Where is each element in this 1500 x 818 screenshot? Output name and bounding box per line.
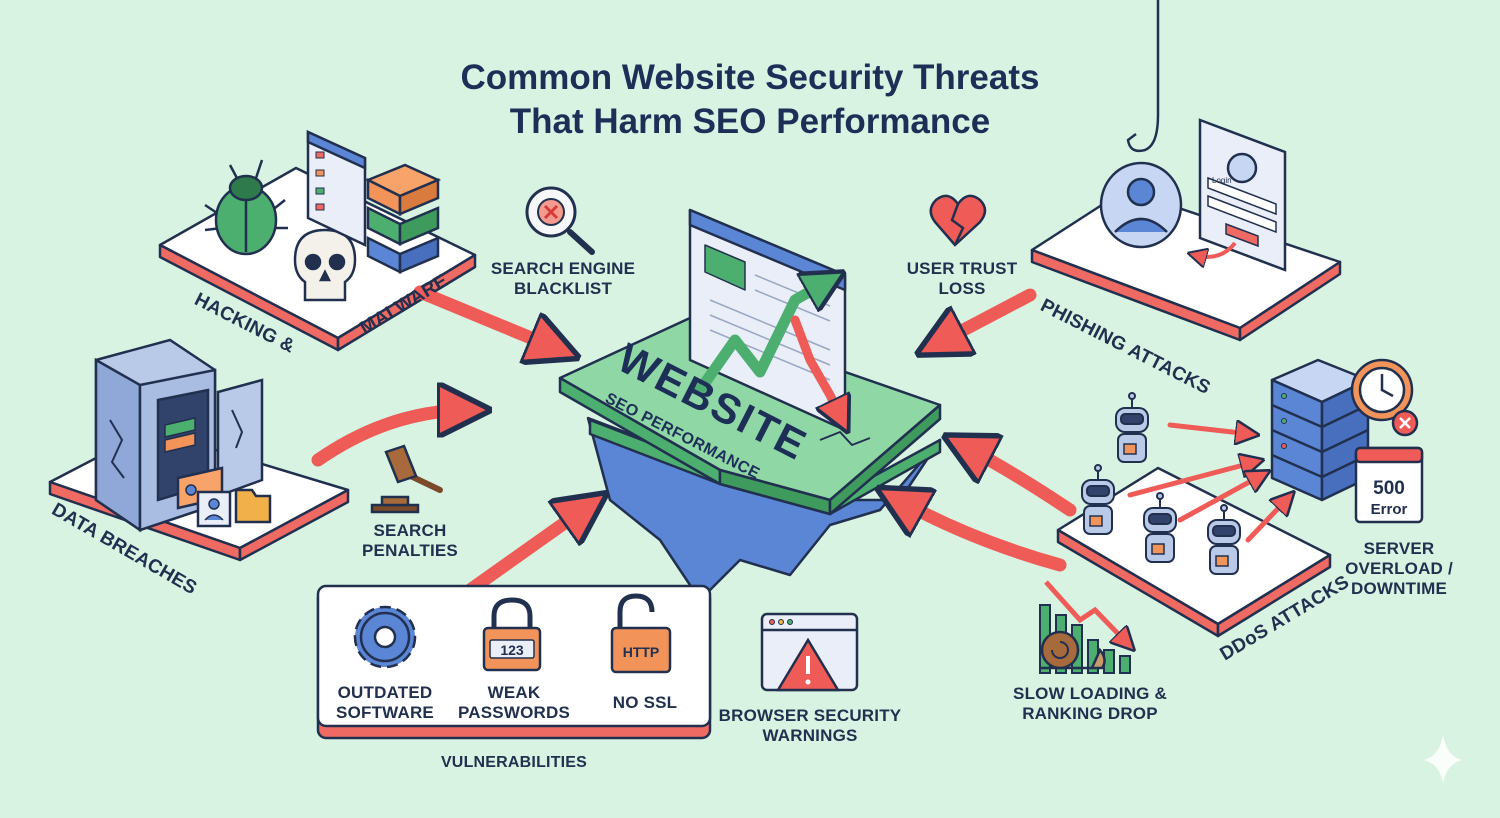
arrow-vulnerabilities	[463, 505, 590, 597]
bug-icon	[204, 159, 288, 256]
error-word: Error	[1371, 501, 1408, 518]
arrow-ddos-upper	[962, 445, 1077, 517]
magnifier-blacklist-icon	[525, 186, 595, 255]
trend-down-arrow	[790, 315, 842, 420]
arrow-data-breaches	[311, 410, 470, 467]
browser-warning-icon	[760, 612, 859, 692]
page-title: Common Website Security Threats That Har…	[300, 56, 1200, 144]
http-badge: HTTP	[623, 644, 660, 660]
platform-ddos	[1056, 466, 1332, 638]
arrow-hacking	[413, 285, 560, 350]
label-vulnerabilities: VULNERABILITIES	[440, 754, 588, 771]
bot-icon	[1081, 464, 1115, 535]
trend-up-arrow	[694, 280, 830, 396]
fishing-hook-icon	[1126, 0, 1160, 153]
label-user-trust-loss: USER TRUST LOSS	[906, 259, 1018, 298]
error-window-icon	[1354, 446, 1424, 524]
label-slow-loading: SLOW LOADING & RANKING DROP	[1013, 684, 1167, 723]
label-search-penalties: SEARCH PENALTIES	[362, 521, 458, 560]
user-file-icon	[196, 490, 232, 528]
label-browser-security-warnings: BROWSER SECURITY WARNINGS	[718, 706, 902, 745]
bot-icon	[1207, 504, 1241, 575]
gavel-icon	[370, 444, 443, 514]
broken-vault-icon	[94, 338, 264, 533]
label-weak-passwords: WEAK PASSWORDS	[458, 683, 570, 722]
return-arrow-icon	[1195, 241, 1237, 257]
title-line-1: Common Website Security Threats	[460, 58, 1040, 97]
padlock-icon	[482, 597, 542, 672]
open-padlock-icon	[610, 593, 672, 674]
clock-icon	[1350, 358, 1419, 437]
website-browser-window	[688, 208, 847, 432]
broken-heart-icon	[929, 194, 987, 247]
arrow-ddos-lower	[895, 498, 1067, 572]
server-stack-icon	[364, 163, 442, 275]
bot-traffic-arrows	[1127, 425, 1288, 543]
threat-arrows	[311, 285, 1077, 597]
user-avatar-bubble-icon	[1099, 161, 1183, 249]
bot-icon	[1115, 392, 1149, 463]
website-island	[558, 316, 942, 602]
label-no-ssl: NO SSL	[612, 693, 678, 712]
bot-icon	[1143, 492, 1177, 563]
error-code: 500	[1373, 478, 1405, 499]
arrow-phishing	[935, 288, 1037, 345]
padlock-code: 123	[500, 642, 524, 658]
label-outdated-software: OUTDATED SOFTWARE	[336, 683, 434, 722]
title-line-2: That Harm SEO Performance	[509, 102, 991, 141]
gear-icon	[353, 605, 417, 669]
sparkle-icon	[1424, 734, 1462, 784]
label-server-overload: SERVER OVERLOAD / DOWNTIME	[1345, 539, 1453, 598]
folder-icon	[234, 488, 272, 524]
code-window-icon	[306, 130, 367, 247]
login-form-label: Login	[1212, 176, 1232, 185]
label-search-engine-blacklist: SEARCH ENGINE BLACKLIST	[490, 259, 636, 298]
skull-icon	[293, 228, 357, 302]
decline-arrow-icon	[1044, 580, 1128, 644]
snail-icon	[1040, 630, 1106, 670]
login-form-icon	[1198, 118, 1287, 272]
